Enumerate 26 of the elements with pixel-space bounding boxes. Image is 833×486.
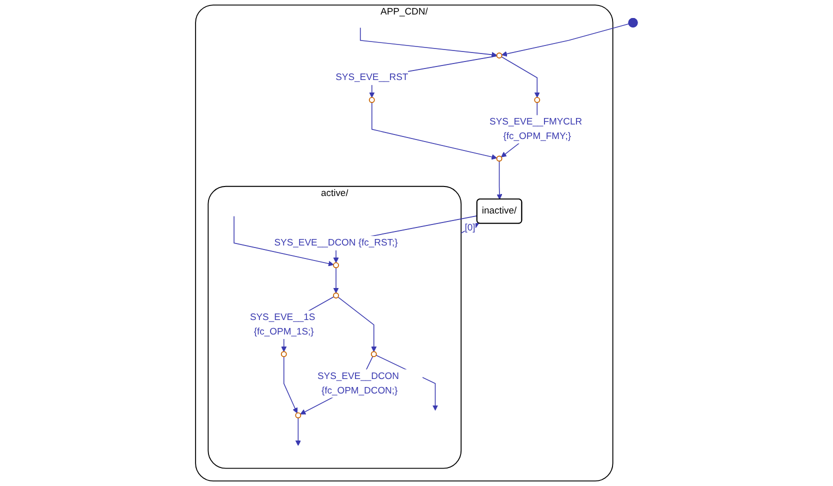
arrow [501,56,540,98]
arrow [234,216,334,266]
edge-label: SYS_EVE__RST [336,72,408,83]
node-circle [280,351,287,358]
edge-label: SYS_EVE__DCON {fc_RST;} [274,237,398,248]
node-circle [333,262,339,268]
node-circle [370,351,377,358]
arrow [338,296,377,352]
node-circle [368,96,375,103]
arrow [360,27,498,58]
node-circle [333,292,339,298]
node-circle [295,412,302,418]
arrow [295,417,301,446]
edge-label: SYS_EVE__1S {fc_OPM_1S;} [250,312,316,337]
arrow [371,102,498,160]
arrow [333,267,339,294]
edge-label: [0] [464,222,476,234]
arrow [283,356,298,414]
edge-label: SYS_EVE__FMYCLR {fc_OPM_FMY;} [490,116,582,142]
node-circle [496,52,502,58]
arrow [333,215,478,263]
arrow [502,23,630,57]
node-circle [534,96,540,103]
arrow [496,160,502,200]
edge-label: SYS_EVE__DCON {fc_OPM_DCON;} [317,370,400,396]
node-circle [496,156,502,162]
